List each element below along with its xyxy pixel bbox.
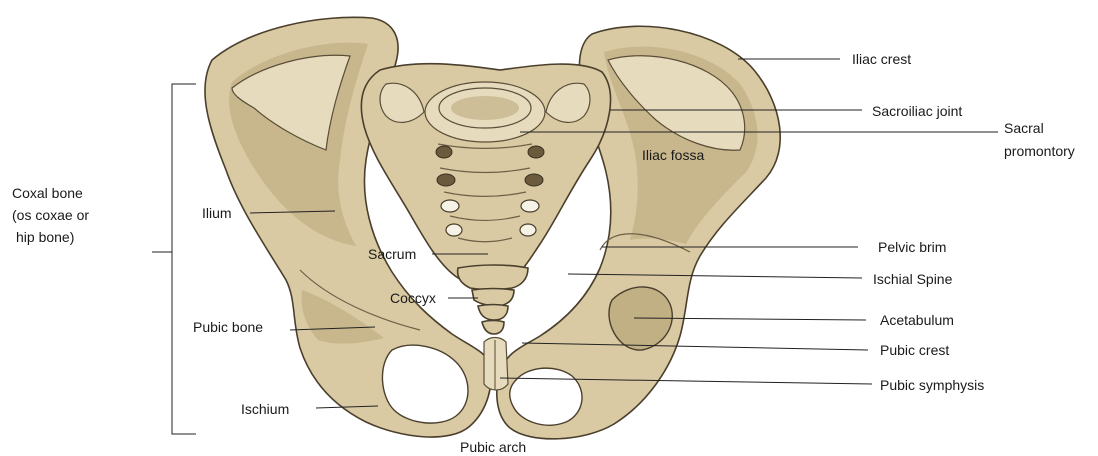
- label-ilium: Ilium: [202, 205, 232, 221]
- label-acetabulum: Acetabulum: [880, 312, 954, 328]
- pubic-symphysis-structure: [484, 338, 508, 391]
- label-ischial-spine: Ischial Spine: [873, 271, 953, 287]
- label-coxal-bone-line1: Coxal bone: [12, 185, 83, 201]
- label-pubic-arch: Pubic arch: [460, 439, 526, 455]
- coccyx-structure: [458, 265, 528, 334]
- label-coxal-bone-line3: hip bone): [16, 229, 74, 245]
- coxal-bone-bracket: [152, 84, 196, 434]
- label-ischium: Ischium: [241, 401, 289, 417]
- label-sacrum: Sacrum: [368, 246, 416, 262]
- label-pelvic-brim: Pelvic brim: [878, 239, 946, 255]
- label-pubic-symphysis: Pubic symphysis: [880, 377, 984, 393]
- pelvis-illustration: [205, 17, 780, 439]
- label-pubic-crest: Pubic crest: [880, 342, 949, 358]
- label-sacral-promontory-line2: promontory: [1004, 143, 1075, 159]
- label-iliac-fossa: Iliac fossa: [642, 147, 704, 163]
- label-iliac-crest: Iliac crest: [852, 51, 911, 67]
- label-sacroiliac-joint: Sacroiliac joint: [872, 103, 962, 119]
- label-coccyx: Coccyx: [390, 290, 436, 306]
- label-sacral-promontory-line1: Sacral: [1004, 120, 1044, 136]
- label-pubic-bone: Pubic bone: [193, 319, 263, 335]
- label-coxal-bone-line2: (os coxae or: [12, 207, 89, 223]
